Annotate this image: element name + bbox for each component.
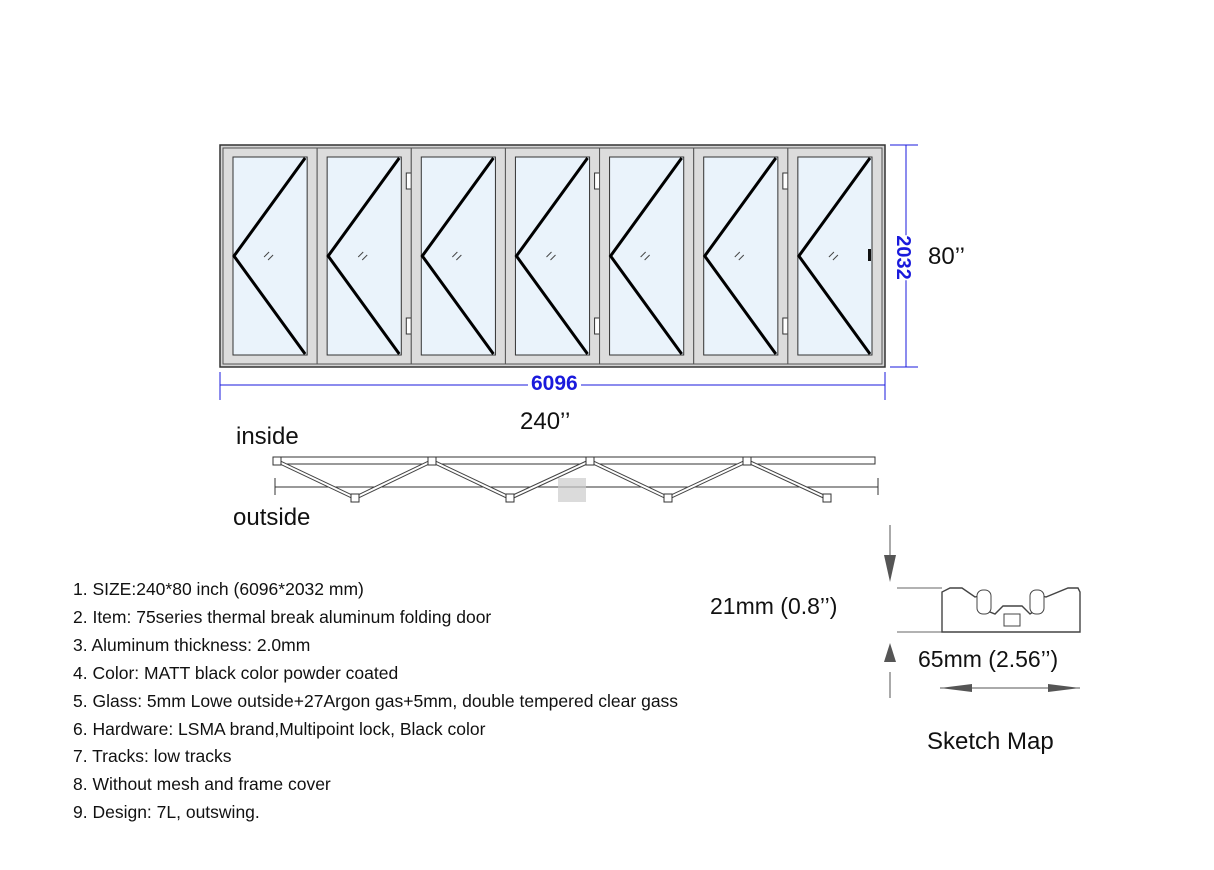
- spec-item: 2. Item: 75series thermal break aluminum…: [73, 606, 492, 627]
- glass-reflection-mark: [734, 251, 741, 258]
- spec-item: 4. Color: MATT black color powder coated: [73, 662, 399, 683]
- glass-pane: [797, 156, 873, 356]
- gasket: [1029, 589, 1045, 615]
- spec-item: 6. Hardware: LSMA brand,Multipoint lock,…: [73, 718, 486, 739]
- opening-direction-marker: [326, 157, 401, 355]
- spec-item: 3. Aluminum thickness: 2.0mm: [73, 634, 311, 655]
- glass-reflection-mark: [263, 251, 270, 258]
- handle-icon: [868, 249, 871, 261]
- opening-direction-marker: [797, 157, 872, 355]
- spec-item: 8. Without mesh and frame cover: [73, 774, 331, 795]
- plan-panel-inner: [746, 460, 828, 499]
- plan-panel-inner: [354, 460, 433, 499]
- glass-reflection-mark: [456, 254, 462, 261]
- plan-panel-inner: [276, 460, 356, 499]
- inside-label: inside: [236, 423, 299, 450]
- hinge-icon: [405, 172, 412, 190]
- glass-pane: [232, 156, 308, 356]
- plan-panel-inner: [667, 460, 748, 499]
- plan-hinge-joint: [585, 456, 595, 466]
- profile-height-label: 21mm (0.8’’): [710, 593, 838, 619]
- glass-reflection-mark: [546, 251, 552, 258]
- arrow-up-icon: [884, 643, 896, 662]
- plan-hinge-joint: [822, 493, 832, 503]
- glass-pane: [420, 156, 496, 356]
- opening-direction-marker: [232, 157, 307, 355]
- glass-pane: [703, 156, 779, 356]
- glass-reflection-mark: [832, 254, 839, 261]
- plan-artifact: [558, 478, 586, 502]
- glass-reflection-mark: [452, 251, 458, 258]
- opening-direction-marker: [420, 157, 495, 355]
- arrow-left-icon: [940, 684, 972, 692]
- hinge-icon: [594, 317, 601, 335]
- glass-reflection-mark: [267, 254, 274, 261]
- plan-track: [272, 456, 876, 465]
- plan-hinge-joint: [350, 493, 360, 503]
- opening-direction-marker: [514, 157, 589, 355]
- glass-reflection-mark: [640, 251, 646, 258]
- spec-item: 1. SIZE:240*80 inch (6096*2032 mm): [73, 579, 364, 599]
- plan-panel-inner: [431, 460, 511, 499]
- width-mm-label: 6096: [528, 372, 581, 396]
- glass-pane: [609, 156, 685, 356]
- plan-panel-inner: [589, 460, 669, 499]
- glass-reflection-mark: [357, 251, 364, 258]
- plan-hinge-joint: [427, 456, 437, 466]
- sketch-map-caption: Sketch Map: [927, 728, 1054, 755]
- profile-width-label: 65mm (2.56’’): [918, 646, 1059, 672]
- spec-item: 7. Tracks: low tracks: [73, 746, 232, 767]
- thermal-break: [1003, 613, 1021, 627]
- glass-reflection-mark: [644, 254, 650, 261]
- height-mm-label: 2032: [890, 235, 914, 280]
- plan-hinge-joint: [505, 493, 515, 503]
- hinge-icon: [782, 172, 789, 190]
- hinge-icon: [782, 317, 789, 335]
- hinge-icon: [405, 317, 412, 335]
- outside-label: outside: [233, 504, 311, 531]
- arrow-down-icon: [884, 555, 896, 582]
- glass-reflection-mark: [550, 254, 556, 261]
- opening-direction-marker: [608, 157, 683, 355]
- arrow-right-icon: [1048, 684, 1080, 692]
- spec-item: 5. Glass: 5mm Lowe outside+27Argon gas+5…: [73, 690, 679, 711]
- height-inches-label: 80’’: [928, 243, 965, 270]
- hinge-icon: [594, 172, 601, 190]
- glass-reflection-mark: [828, 251, 835, 258]
- spec-list: 1. SIZE:240*80 inch (6096*2032 mm) 2. It…: [73, 576, 678, 827]
- plan-hinge-joint: [272, 456, 282, 466]
- glass-pane: [326, 156, 402, 356]
- opening-direction-marker: [702, 157, 778, 355]
- gasket: [976, 589, 992, 615]
- width-inches-label: 240’’: [520, 408, 571, 435]
- glass-reflection-mark: [738, 254, 745, 261]
- plan-hinge-joint: [663, 493, 673, 503]
- glass-pane: [514, 156, 591, 356]
- glass-reflection-mark: [361, 254, 368, 261]
- plan-panel-inner: [509, 460, 591, 499]
- spec-item: 9. Design: 7L, outswing.: [73, 802, 260, 823]
- plan-hinge-joint: [742, 456, 752, 466]
